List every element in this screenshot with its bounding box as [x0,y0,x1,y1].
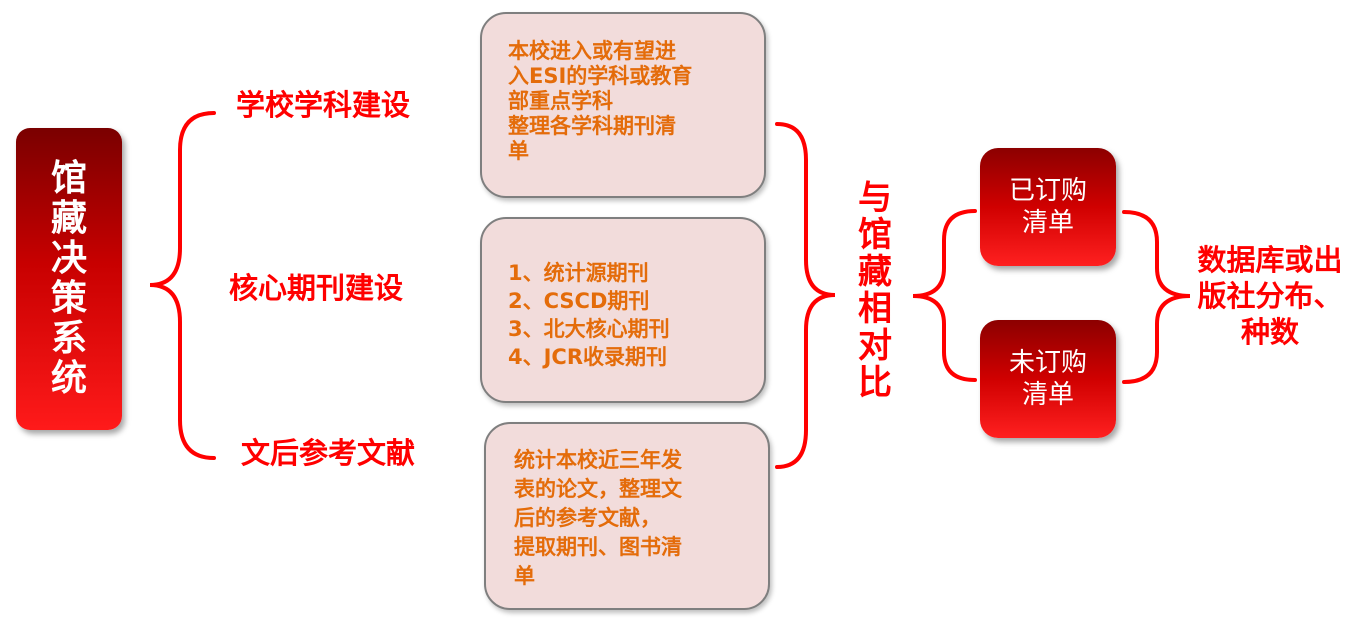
detail-line: 入ESI的学科或教育 [508,64,693,88]
detail-box-references: 统计本校近三年发 表的论文，整理文 后的参考文献， 提取期刊、图书清 单 [484,422,770,610]
category-school-discipline: 学校学科建设 [236,88,411,122]
detail-line: 表的论文，整理文 [514,477,682,501]
detail-line: 整理各学科期刊清 [508,114,676,138]
bracket-root-to-categories [149,111,216,460]
result-label: 数据库或出版社分布、种数 [1197,243,1343,349]
detail-line: 后的参考文献， [514,506,661,530]
bracket-compare-to-lists [912,209,977,382]
detail-line: 3、北大核心期刊 [508,317,670,341]
category-references: 文后参考文献 [241,436,416,470]
detail-line: 单 [514,564,535,588]
detail-box-core-journals: 1、统计源期刊 2、CSCD期刊 3、北大核心期刊 4、JCR收录期刊 [480,217,766,403]
detail-box-discipline: 本校进入或有望进 入ESI的学科或教育 部重点学科 整理各学科期刊清 单 [480,12,766,198]
detail-line: 本校进入或有望进 [508,39,676,63]
subscribed-list-label: 已订购清单 [1008,176,1087,238]
category-core-journals: 核心期刊建设 [229,271,404,305]
bracket-lists-to-result [1122,210,1191,384]
unsubscribed-list-label: 未订购清单 [1008,348,1087,410]
detail-line: 部重点学科 [508,89,613,113]
detail-line: 提取期刊、图书清 [514,535,682,559]
detail-line: 1、统计源期刊 [508,261,649,285]
root-node: 馆藏决策系统 [16,128,122,430]
compare-label: 与馆藏相对比 [858,178,892,403]
detail-line: 统计本校近三年发 [514,448,682,472]
unsubscribed-list-node: 未订购清单 [980,320,1116,438]
root-label: 馆藏决策系统 [50,158,87,399]
bracket-details-to-compare [775,122,836,469]
detail-line: 4、JCR收录期刊 [508,345,668,369]
subscribed-list-node: 已订购清单 [980,148,1116,266]
detail-line: 单 [508,139,529,163]
detail-line: 2、CSCD期刊 [508,289,650,313]
